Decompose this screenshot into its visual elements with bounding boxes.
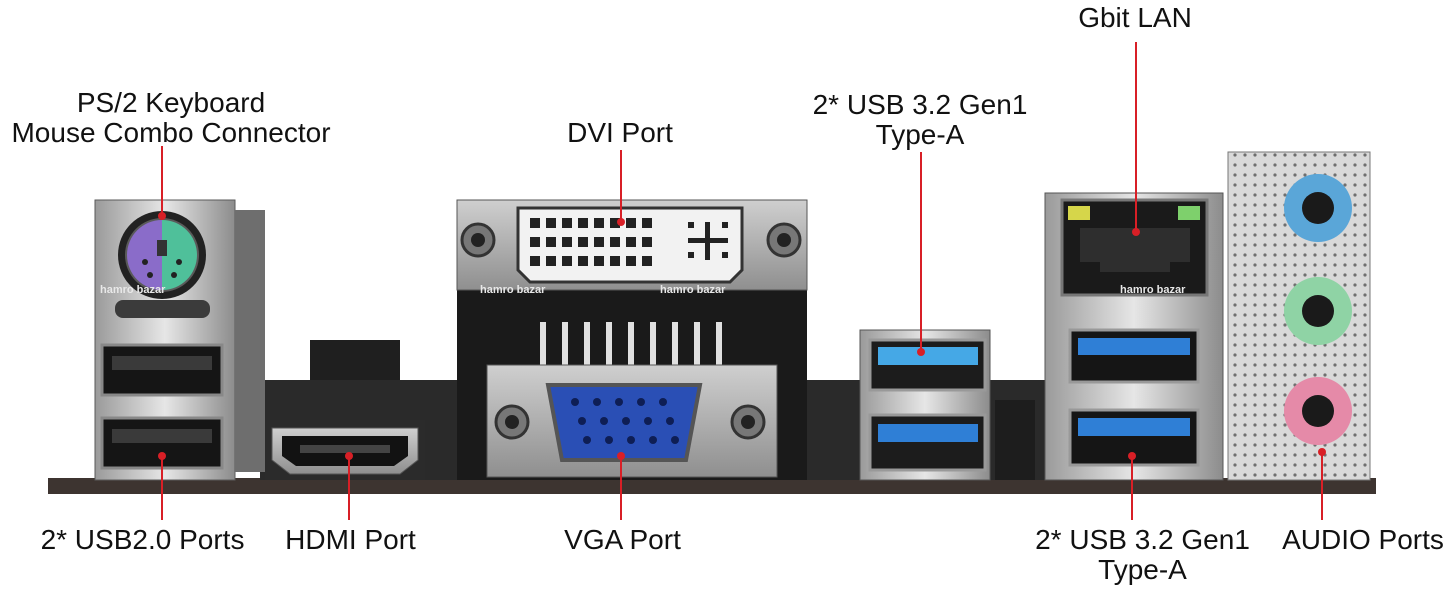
leader-vga-dot <box>617 452 625 460</box>
label-usb32-bottom: 2* USB 3.2 Gen1 Type-A <box>1020 525 1265 585</box>
label-hdmi-line1: HDMI Port <box>285 524 416 555</box>
leader-audio <box>1321 452 1323 520</box>
ps2-keyboard-half <box>127 220 162 290</box>
label-audio: AUDIO Ports <box>1275 525 1451 555</box>
leader-usb20-dot <box>158 452 166 460</box>
leader-lan <box>1135 42 1137 232</box>
leader-hdmi-dot <box>345 452 353 460</box>
usb32-stack-center <box>859 329 991 481</box>
label-ps2: PS/2 Keyboard Mouse Combo Connector <box>0 88 342 148</box>
watermark: hamro bazar <box>660 284 726 296</box>
led-green <box>1178 206 1200 220</box>
audio-stack <box>1227 151 1371 481</box>
watermark: hamro bazar <box>1120 284 1186 296</box>
leader-audio-dot <box>1318 448 1326 456</box>
label-usb32-top-line1: 2* USB 3.2 Gen1 <box>812 89 1028 120</box>
label-usb32-bottom-line2: Type-A <box>1098 554 1187 585</box>
label-lan-line1: Gbit LAN <box>1078 2 1192 33</box>
component-block <box>995 400 1035 480</box>
label-usb32-top-line2: Type-A <box>875 119 965 150</box>
usb32-port-c <box>1068 328 1200 384</box>
watermark: hamro bazar <box>100 284 166 296</box>
ps2-usb2-stack <box>94 199 265 481</box>
leader-lan-dot <box>1132 228 1140 236</box>
hdmi-connector <box>265 420 425 480</box>
label-dvi: DVI Port <box>520 118 720 148</box>
label-dvi-line1: DVI Port <box>567 117 673 148</box>
heatsink-component <box>310 340 400 380</box>
label-ps2-line2: Mouse Combo Connector <box>11 117 331 148</box>
leader-vga <box>620 456 622 520</box>
dvi-vga-stack <box>456 199 808 480</box>
label-usb20: 2* USB2.0 Ports <box>20 525 265 555</box>
watermark: hamro bazar <box>480 284 546 296</box>
leader-ps2 <box>161 146 163 216</box>
leader-ps2-dot <box>158 212 166 220</box>
label-audio-line1: AUDIO Ports <box>1282 524 1444 555</box>
pcb-edge <box>48 478 1376 494</box>
leader-hdmi <box>348 456 350 520</box>
lan-usb32-stack <box>1044 192 1224 481</box>
label-vga-line1: VGA Port <box>564 524 681 555</box>
leader-usb32-top <box>920 152 922 352</box>
led-yellow <box>1068 206 1090 220</box>
vent-fins <box>540 322 722 367</box>
leader-usb32-bottom <box>1131 456 1133 520</box>
usb32-port-b <box>868 413 987 472</box>
leader-dvi <box>620 150 622 222</box>
label-lan: Gbit LAN <box>1050 3 1220 33</box>
leader-usb32-top-dot <box>917 348 925 356</box>
label-ps2-line1: PS/2 Keyboard <box>76 87 266 118</box>
label-hdmi: HDMI Port <box>268 525 433 555</box>
label-usb32-top: 2* USB 3.2 Gen1 Type-A <box>800 90 1040 150</box>
label-vga: VGA Port <box>540 525 705 555</box>
leader-usb20 <box>161 456 163 520</box>
label-usb20-line1: 2* USB2.0 Ports <box>40 524 245 555</box>
ps2-mouse-half <box>162 220 197 290</box>
leader-dvi-dot <box>617 218 625 226</box>
leader-usb32-bottom-dot <box>1128 452 1136 460</box>
label-usb32-bottom-line1: 2* USB 3.2 Gen1 <box>1035 524 1250 555</box>
